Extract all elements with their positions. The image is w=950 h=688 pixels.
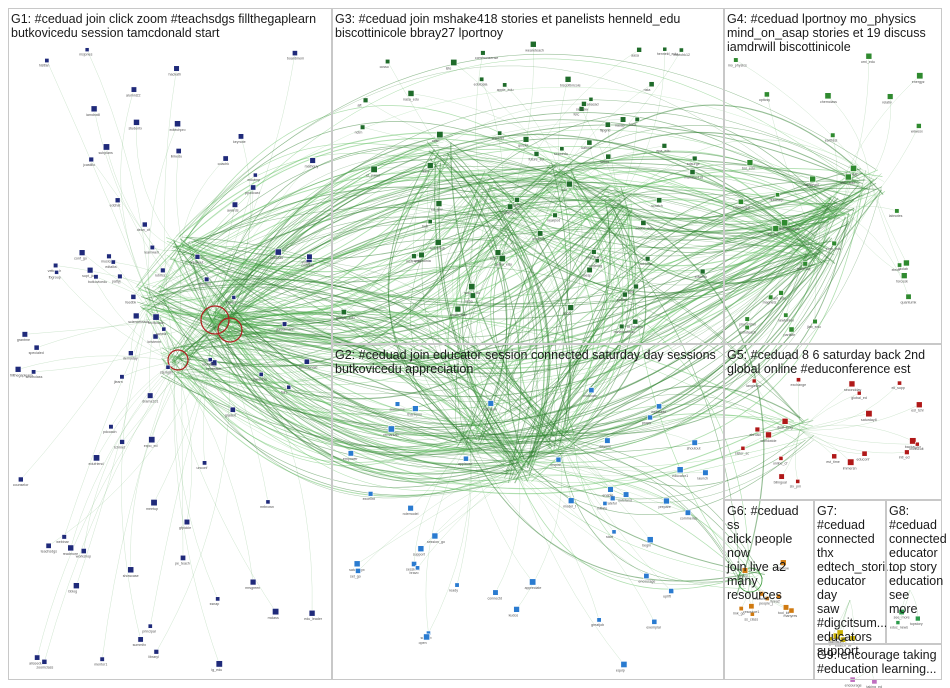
group-label-g4: G4: #ceduad lportnoy mo_physics mind_on_… bbox=[727, 12, 939, 54]
group-label-g2: G2: #ceduad join educator session connec… bbox=[335, 348, 721, 376]
group-pane-g1 bbox=[8, 8, 332, 680]
group-label-g9: G9: encourage taking #education learning… bbox=[817, 648, 939, 676]
node-label: encourage bbox=[845, 683, 862, 687]
node-g9-1: taking_ed bbox=[866, 679, 882, 688]
group-label-g7: G7: #ceduad connected thx edtech_stori..… bbox=[817, 504, 883, 658]
group-label-g3: G3: #ceduad join mshake418 stories et pa… bbox=[335, 12, 721, 40]
group-label-g5: G5: #ceduad 8 6 saturday back 2nd global… bbox=[727, 348, 939, 376]
group-label-g8: G8: #ceduad connected educator top story… bbox=[889, 504, 939, 616]
group-label-g1: G1: #ceduad join click zoom #teachsdgs f… bbox=[11, 12, 329, 40]
group-pane-g3 bbox=[332, 8, 724, 344]
group-label-g6: G6: #ceduad ss click people now join liv… bbox=[727, 504, 811, 602]
group-pane-g4 bbox=[724, 8, 942, 344]
group-pane-g2 bbox=[332, 344, 724, 680]
